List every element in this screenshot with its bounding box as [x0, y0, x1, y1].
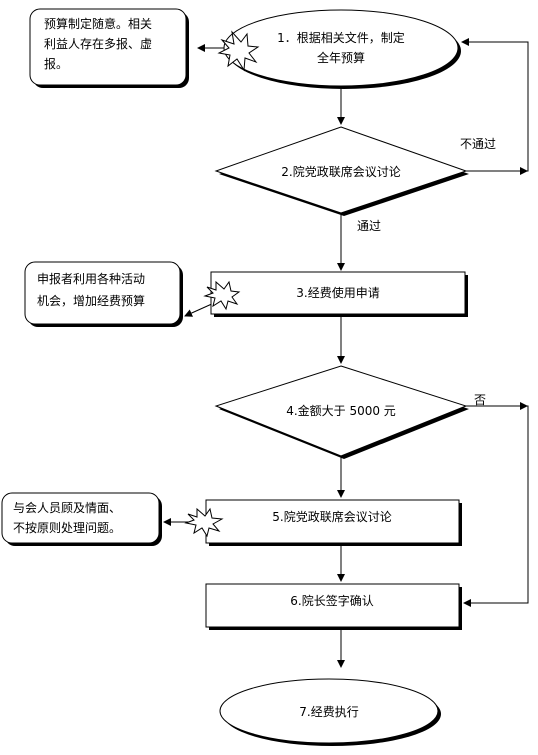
risk-note-3-line-2: 不按原则处理问题。 [13, 521, 121, 535]
edge-label-pass: 通过 [357, 219, 381, 233]
node-4-label: 4.金额大于 5000 元 [286, 403, 396, 418]
risk-note-2-line-2: 机会，增加经费预算 [37, 293, 145, 308]
risk-note-1-line-3: 报。 [44, 56, 68, 71]
edge-4-no-branch [463, 405, 529, 607]
node-4-amount-over-5000: 4.金额大于 5000 元 [214, 365, 469, 459]
risk-burst-icon-2 [203, 280, 241, 311]
risk-note-2: 申报者利用各种活动 机会，增加经费预算 [24, 261, 183, 327]
risk-link-2 [184, 302, 215, 317]
node-6-dean-signature: 6.院长签字确认 [205, 583, 462, 630]
risk-note-1-line-1: 预算制定随意。相关 [44, 16, 152, 31]
node-5-label: 5.院党政联席会议讨论 [272, 509, 391, 524]
risk-burst-icon-3 [184, 507, 224, 538]
risk-note-3: 与会人员顾及情面、 不按原则处理问题。 [1, 492, 162, 546]
risk-burst-icon-1 [217, 30, 260, 72]
node-6-label: 6.院长签字确认 [290, 593, 373, 608]
node-3-expense-application: 3.经费使用申请 [210, 271, 468, 317]
node-2-joint-meeting-review: 2.院党政联席会议讨论 [214, 126, 469, 216]
node-5-joint-meeting-review: 5.院党政联席会议讨论 [205, 499, 462, 546]
risk-note-1: 预算制定随意。相关 利益人存在多报、虚 报。 [29, 8, 189, 88]
node-1-label-line-2: 全年预算 [317, 50, 365, 65]
node-7-fund-execution: 7.经费执行 [219, 678, 441, 746]
risk-note-1-line-2: 利益人存在多报、虚 [44, 36, 152, 51]
node-1-make-annual-budget: 1．根据相关文件，制定 全年预算 [223, 9, 461, 89]
node-1-label-line-1: 1．根据相关文件，制定 [277, 30, 405, 45]
node-3-label: 3.经费使用申请 [296, 285, 379, 300]
risk-note-3-line-1: 与会人员顾及情面、 [13, 501, 121, 515]
node-7-label: 7.经费执行 [299, 705, 358, 719]
edge-label-fail: 不通过 [460, 137, 496, 151]
node-2-label: 2.院党政联席会议讨论 [281, 164, 400, 179]
edge-label-no: 否 [474, 393, 486, 407]
edge-2-fail-loop [461, 38, 529, 172]
risk-note-2-line-1: 申报者利用各种活动 [37, 271, 145, 286]
